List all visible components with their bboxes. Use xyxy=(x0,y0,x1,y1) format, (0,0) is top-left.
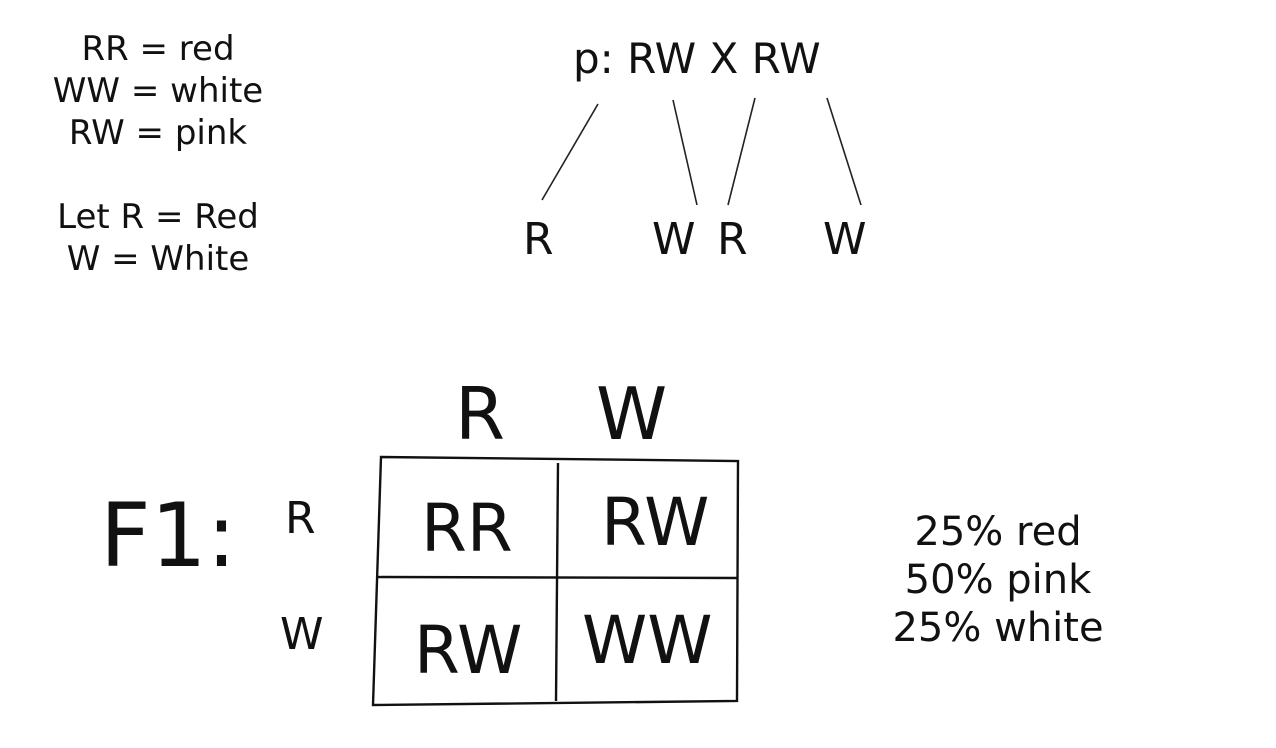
phenotype-results: 25% red 50% pink 25% white xyxy=(880,508,1116,652)
gamete-1: R xyxy=(523,214,554,265)
punnett-horizontal-divider xyxy=(376,575,738,580)
punnett-vertical-divider xyxy=(554,462,560,702)
punnett-cell-rr: RR xyxy=(421,490,513,567)
gamete-4: W xyxy=(823,214,867,265)
gamete-2: W xyxy=(652,214,696,265)
generation-label: F1: xyxy=(100,484,237,587)
parent-cross-label: p: RW X RW xyxy=(573,34,821,83)
result-white: 25% white xyxy=(892,605,1104,651)
legend-line-red: RR = red xyxy=(81,29,235,69)
genotype-legend: RR = red WW = white RW = pink Let R = Re… xyxy=(40,28,276,280)
result-red: 25% red xyxy=(914,509,1082,555)
branch-line-1 xyxy=(541,103,599,201)
punnett-row-header-r: R xyxy=(285,493,316,544)
punnett-cell-rw-bottom: RW xyxy=(414,612,523,689)
result-pink: 50% pink xyxy=(904,557,1092,603)
punnett-column-header-r: R xyxy=(455,372,506,456)
let-line-red: Let R = Red xyxy=(57,197,259,237)
punnett-row-header-w: W xyxy=(280,609,324,660)
branch-line-2 xyxy=(672,99,698,206)
legend-line-pink: RW = pink xyxy=(68,113,248,153)
let-line-white: W = White xyxy=(66,239,250,279)
branch-line-3 xyxy=(727,97,756,206)
punnett-outer-border xyxy=(371,455,740,707)
legend-line-white: WW = white xyxy=(52,71,264,111)
gamete-3: R xyxy=(717,214,748,265)
punnett-cell-ww: WW xyxy=(582,602,713,679)
branch-line-4 xyxy=(826,97,862,206)
punnett-cell-rw-top: RW xyxy=(601,484,710,561)
punnett-grid xyxy=(371,455,740,707)
punnett-column-header-w: W xyxy=(596,372,668,456)
